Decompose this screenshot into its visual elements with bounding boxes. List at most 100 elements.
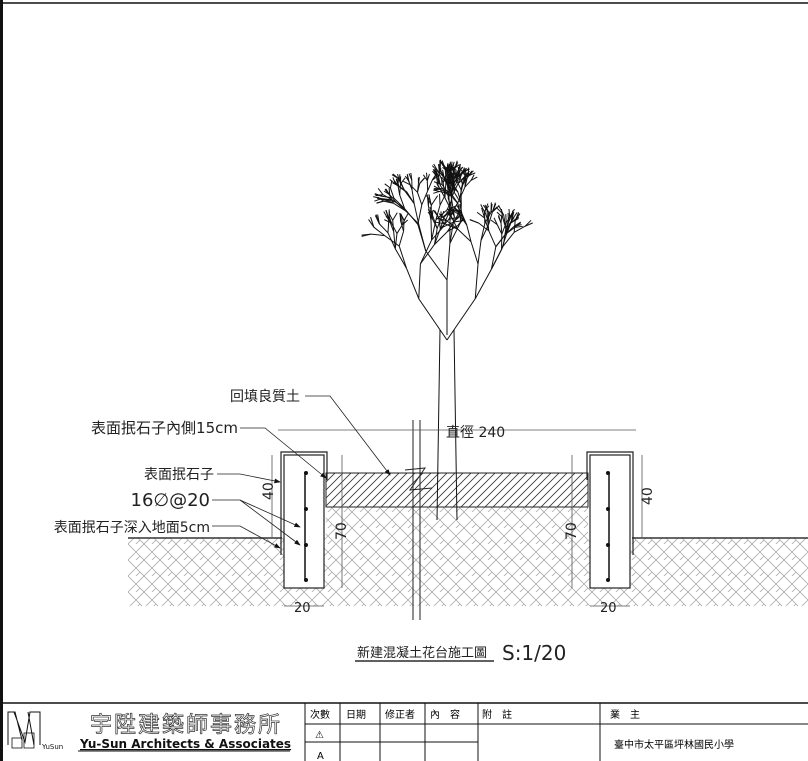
- tree-branch: [392, 220, 395, 232]
- tree-branch: [411, 189, 415, 204]
- tree-branch: [496, 224, 503, 235]
- tree-branch: [388, 188, 391, 195]
- tree-branch: [389, 194, 397, 203]
- tree-branch: [385, 210, 390, 221]
- tree-branch: [427, 211, 433, 219]
- header-content: 內 容: [430, 708, 460, 721]
- break-line: [404, 420, 433, 620]
- tree-branch: [377, 188, 384, 196]
- title-block: [0, 702, 808, 761]
- tree-branch: [448, 216, 458, 220]
- tree-branch: [449, 191, 459, 204]
- tree-branch: [498, 215, 502, 224]
- tree-branch: [501, 222, 507, 235]
- tree-branch: [495, 233, 506, 248]
- tree-branch: [406, 268, 420, 299]
- revision-mark-1: ⚠: [315, 730, 324, 741]
- tree-branch: [418, 298, 448, 341]
- tree-branch: [466, 224, 472, 242]
- tree-branch: [457, 192, 462, 205]
- tree-branch: [463, 174, 469, 180]
- dimension-wall-height-left: 40: [261, 482, 277, 500]
- dimension-wall-height-right: 40: [640, 487, 656, 505]
- tree-branch: [403, 213, 409, 221]
- tree-branch: [480, 204, 485, 213]
- tree-branch: [448, 209, 453, 219]
- tree-branch: [446, 220, 458, 230]
- tree-branch: [514, 225, 523, 228]
- tree-branch: [451, 164, 460, 171]
- tree-branch: [457, 228, 472, 243]
- tree-branch: [484, 203, 489, 213]
- tree-branch: [435, 205, 441, 220]
- tree-branch: [484, 212, 492, 224]
- tree-branch: [457, 173, 463, 185]
- tree-branch: [398, 245, 407, 269]
- tree-branch: [368, 219, 375, 228]
- tree-branch: [391, 222, 398, 234]
- tree-branch: [433, 181, 443, 185]
- tree-branch: [470, 176, 478, 181]
- dimension-wall-width-right: 20: [600, 601, 617, 616]
- firm-logo: YuSun: [41, 743, 63, 751]
- tree-branch: [490, 246, 497, 270]
- tree-branch: [397, 185, 401, 196]
- tree-branch: [502, 231, 515, 247]
- tree-branch: [455, 179, 462, 190]
- tree-branch: [448, 180, 453, 187]
- tree-branch: [376, 200, 384, 204]
- tree-branch: [511, 212, 518, 221]
- tree-branch: [457, 169, 461, 177]
- tree-branch: [429, 206, 434, 217]
- tree-branch: [401, 217, 403, 225]
- tree-branch: [453, 162, 459, 171]
- firm-name-zh: 宇陞建築師事務所: [90, 713, 282, 738]
- tree-branch: [476, 211, 485, 219]
- tree-branch: [433, 190, 440, 194]
- tree-branch: [404, 208, 419, 225]
- tree-branch: [419, 239, 433, 265]
- tree-branch: [381, 198, 393, 201]
- tree-branch: [436, 218, 442, 229]
- tree-branch: [361, 233, 372, 236]
- tree-branch: [490, 206, 498, 213]
- tree-branch: [460, 180, 465, 190]
- dimension-diameter: 直徑 240: [446, 424, 505, 441]
- tree-branch: [417, 192, 423, 206]
- tree-branch: [455, 171, 458, 180]
- tree-branch: [440, 213, 448, 219]
- tree-branch: [396, 178, 399, 186]
- tree-branch: [441, 184, 449, 194]
- tree-branch: [513, 225, 526, 233]
- dimension-wall-depth-left: 70: [334, 522, 350, 540]
- drawing-scale: S:1/20: [502, 641, 566, 665]
- revision-mark-2: A: [317, 751, 324, 761]
- tree-branch: [463, 175, 470, 182]
- tree-branch: [418, 263, 421, 299]
- tree-branch: [421, 190, 429, 206]
- tree-branch: [446, 243, 451, 281]
- tree-branch: [393, 231, 396, 249]
- tree-branch: [392, 199, 405, 209]
- label-backfill: 回填良質土: [230, 389, 300, 405]
- tree-branch: [448, 210, 455, 220]
- tree-branch: [389, 180, 393, 189]
- dimension-wall-width-left: 20: [294, 601, 311, 616]
- tree-branch: [370, 216, 375, 228]
- tree-branch: [444, 223, 458, 230]
- tree-branch: [458, 186, 466, 200]
- tree-branch: [388, 213, 394, 221]
- tree-branch: [437, 215, 445, 224]
- tree-branch: [417, 204, 423, 225]
- tree-branch: [449, 161, 453, 171]
- tree-branch: [416, 183, 421, 193]
- tree-branch: [381, 198, 388, 201]
- callout-leaders: [212, 395, 391, 549]
- tree-branch: [445, 166, 452, 173]
- header-reviser: 修正者: [385, 708, 415, 721]
- tree-branch: [508, 208, 511, 218]
- tree-branch: [427, 179, 433, 191]
- tree-branch: [430, 220, 433, 241]
- tree-branch: [446, 199, 453, 211]
- tree-branch: [454, 207, 460, 216]
